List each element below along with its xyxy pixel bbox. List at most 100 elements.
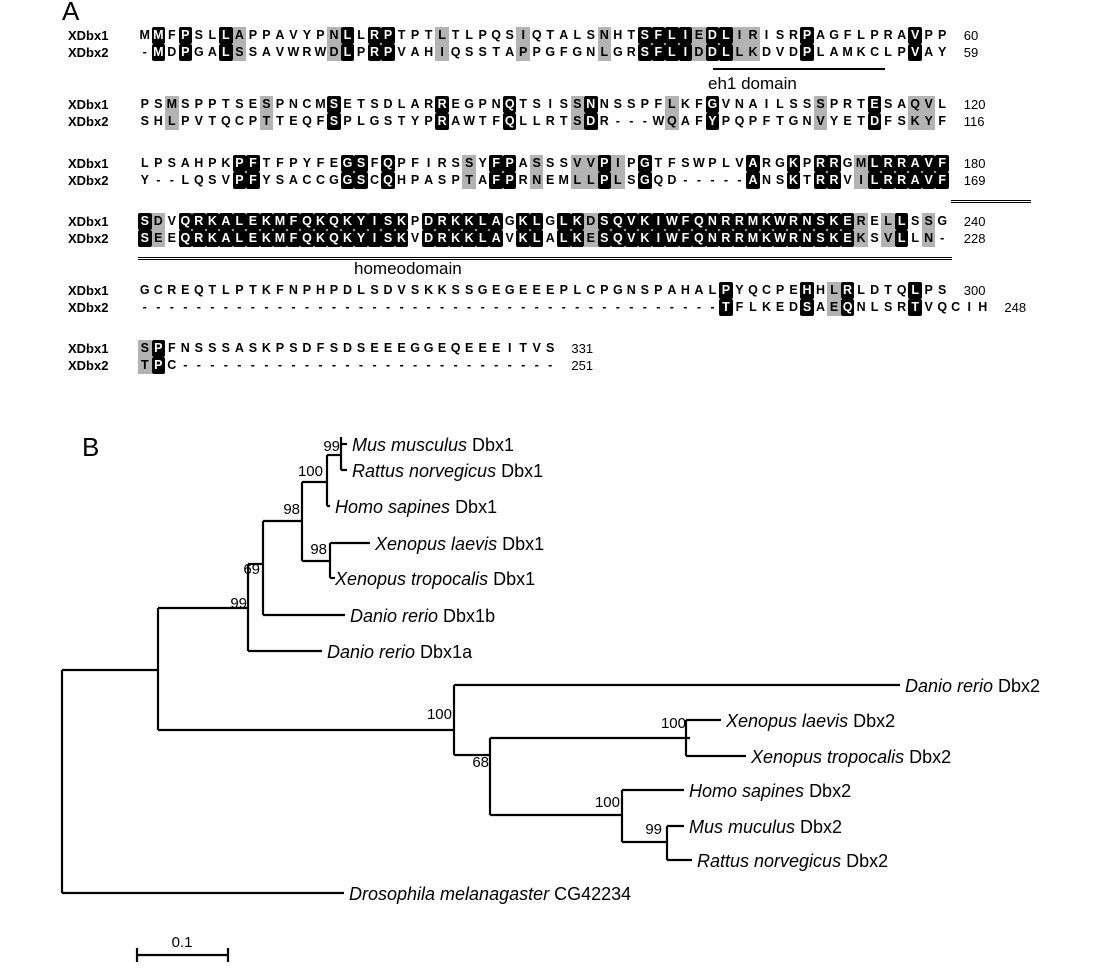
residue-position-number: 228 — [963, 231, 986, 246]
residue: S — [327, 113, 341, 130]
residue: F — [286, 213, 301, 230]
residue: N — [597, 27, 612, 44]
residue: - — [223, 300, 228, 314]
residue: S — [883, 300, 893, 314]
residue: - — [494, 358, 499, 372]
residue: Q — [665, 113, 679, 130]
residue: A — [816, 300, 826, 314]
bootstrap-value: 99 — [323, 438, 340, 455]
residue: C — [153, 283, 163, 297]
residue: V — [908, 44, 922, 61]
residue: R — [437, 156, 447, 170]
residue: R — [881, 155, 895, 172]
residue: P — [275, 341, 285, 355]
residue: E — [843, 114, 852, 128]
residue: D — [705, 27, 720, 44]
residue: I — [764, 97, 769, 111]
scale-bar-label: 0.1 — [172, 934, 193, 951]
residue: - — [264, 358, 269, 372]
residue: P — [208, 156, 217, 170]
residue: M — [273, 213, 287, 230]
residue: K — [259, 213, 274, 230]
residue: L — [573, 28, 582, 42]
residue: R — [786, 230, 801, 247]
residue: - — [615, 300, 620, 314]
residue: F — [167, 341, 176, 355]
residue: K — [259, 230, 274, 247]
residue: H — [978, 300, 988, 314]
residue: L — [519, 114, 528, 128]
residue: T — [559, 114, 568, 128]
residue: D — [788, 300, 799, 314]
residue: V — [194, 114, 203, 128]
residue: - — [277, 358, 282, 372]
residue: P — [870, 28, 879, 42]
residue: S — [370, 283, 379, 297]
residue: Q — [178, 230, 193, 247]
residue: A — [518, 156, 528, 170]
residue: P — [381, 44, 395, 61]
residue: C — [234, 114, 244, 128]
residue: V — [584, 155, 598, 172]
homeodomain-bar-lower — [138, 257, 952, 260]
residue: S — [813, 213, 828, 230]
residue: R — [840, 282, 855, 299]
residue: P — [302, 283, 312, 297]
residue: - — [183, 358, 188, 372]
residue: R — [192, 230, 206, 247]
residue: S — [464, 283, 474, 297]
residue: R — [894, 172, 909, 189]
residue: - — [250, 358, 255, 372]
residue: P — [924, 283, 933, 297]
residue: P — [597, 155, 612, 172]
residue: S — [194, 28, 203, 42]
residue: T — [519, 341, 528, 355]
residue: E — [546, 283, 555, 297]
residue: F — [935, 155, 949, 172]
residue: P — [208, 97, 217, 111]
residue: A — [451, 114, 461, 128]
residue: T — [478, 114, 487, 128]
residue: S — [181, 97, 190, 111]
residue: Q — [491, 28, 502, 42]
residue: S — [208, 341, 217, 355]
residue: G — [705, 96, 720, 113]
residue: N — [584, 96, 598, 113]
residue: - — [412, 358, 418, 372]
residue: Q — [502, 96, 517, 113]
residue: Q — [381, 155, 395, 172]
residue: - — [521, 358, 526, 372]
residue: - — [480, 358, 485, 372]
bootstrap-value: 68 — [472, 754, 489, 771]
residue: V — [813, 113, 828, 130]
residue: F — [651, 27, 666, 44]
bootstrap-value: 100 — [661, 715, 686, 732]
residue: P — [640, 97, 649, 111]
residue: K — [448, 230, 463, 247]
residue: H — [680, 283, 690, 297]
panel-a-label: A — [62, 0, 80, 26]
residue: K — [856, 45, 866, 59]
tree-tip-label: Danio rerio Dbx1b — [350, 606, 495, 626]
residue: F — [843, 28, 852, 42]
panel-b-label: B — [82, 432, 100, 462]
residue: Y — [735, 283, 744, 297]
residue: Y — [262, 173, 271, 187]
residue: R — [167, 283, 177, 297]
sequence-name: XDbx1 — [68, 283, 109, 298]
residue: P — [151, 357, 166, 374]
residue: F — [489, 172, 503, 189]
residue: V — [908, 27, 922, 44]
residue: S — [410, 283, 420, 297]
residue: N — [626, 283, 636, 297]
residue: H — [613, 28, 623, 42]
residue: K — [786, 172, 801, 189]
residue: P — [262, 28, 271, 42]
residue: L — [532, 114, 541, 128]
residue: L — [475, 213, 490, 230]
residue-position-number: 169 — [963, 173, 986, 188]
residue: G — [612, 283, 623, 297]
residue: L — [397, 97, 406, 111]
residue: - — [345, 358, 350, 372]
